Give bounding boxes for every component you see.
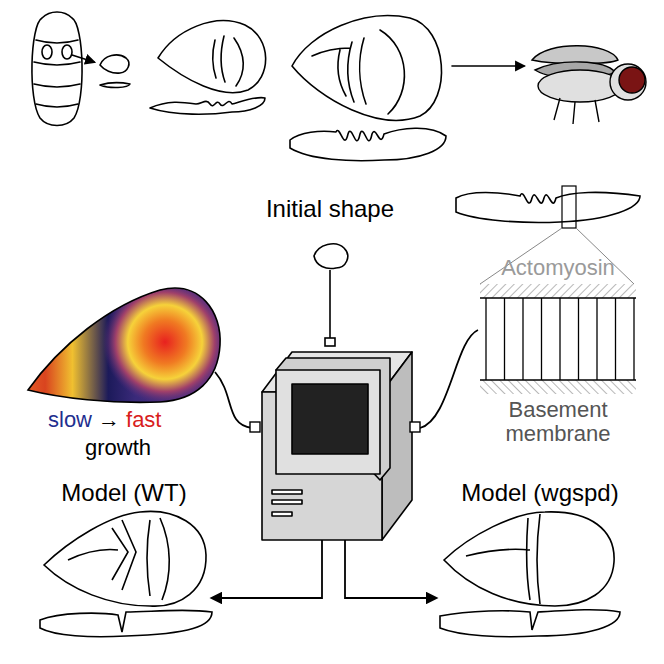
label-text: slow xyxy=(48,408,92,432)
cell-border xyxy=(541,298,542,380)
cell-border xyxy=(578,298,579,380)
label-text: Initial shape xyxy=(266,196,394,222)
cell-border xyxy=(485,298,486,380)
label-text: Model (WT) xyxy=(61,480,186,506)
label-text: Actomyosin xyxy=(501,256,615,280)
cell-border xyxy=(522,298,523,380)
label-text: → xyxy=(98,408,120,432)
cell-border xyxy=(596,298,597,380)
cell-border xyxy=(615,298,616,380)
cell-border xyxy=(633,298,634,380)
cell-border xyxy=(504,298,505,380)
label-text: growth xyxy=(85,436,151,460)
label-text: fast xyxy=(126,408,161,432)
label-text: Model (wgspd) xyxy=(461,480,618,506)
cell-border xyxy=(559,298,560,380)
label-text: Basement membrane xyxy=(473,398,643,446)
